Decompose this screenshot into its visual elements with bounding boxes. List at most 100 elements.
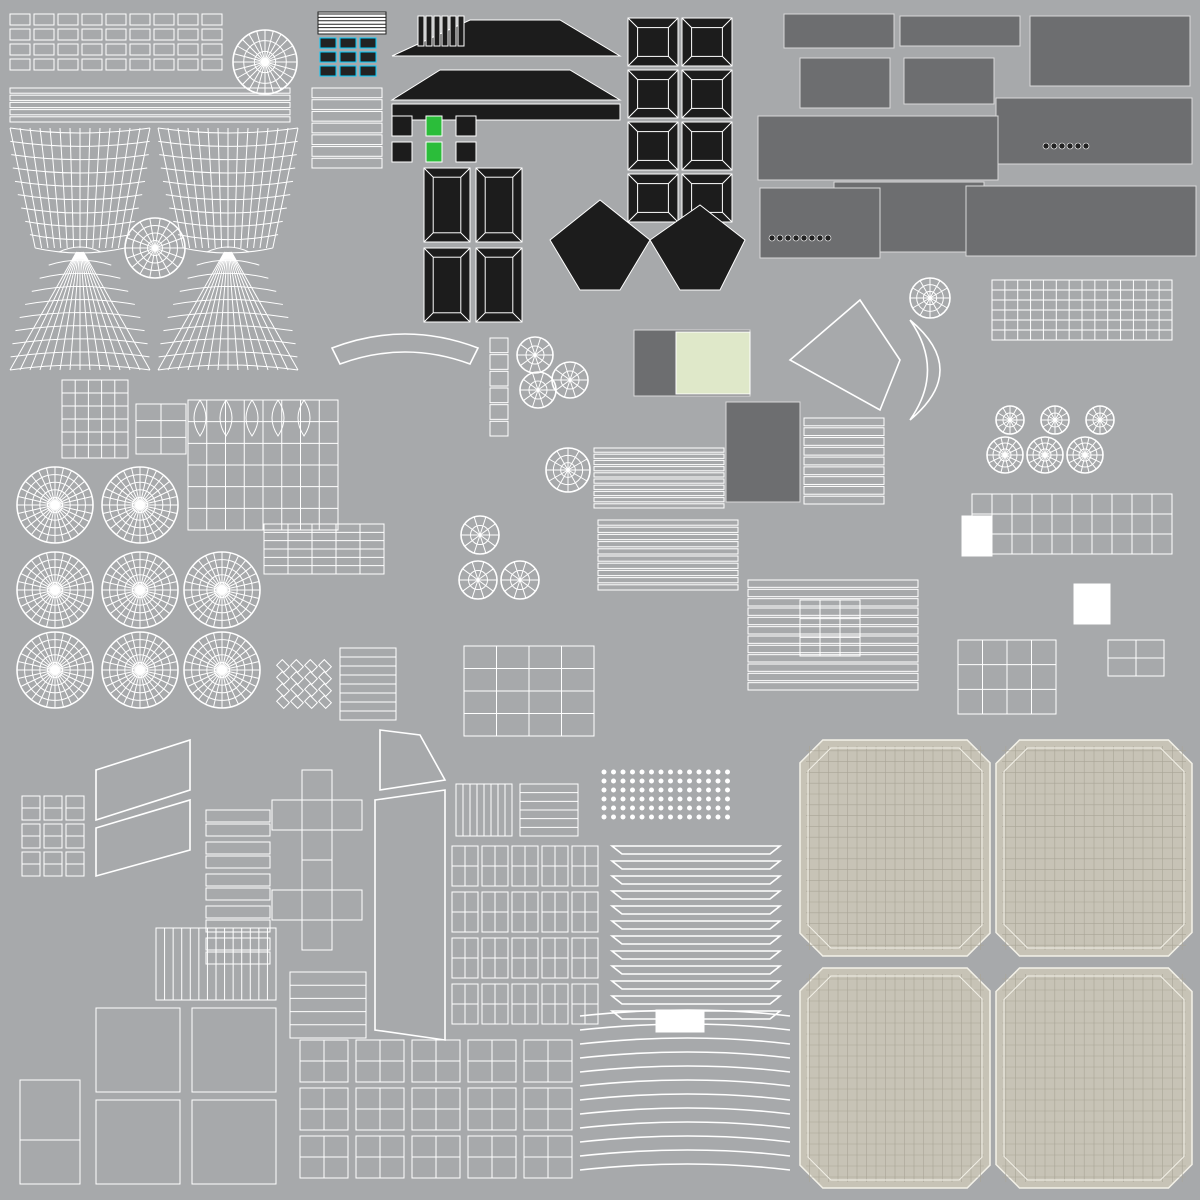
roof-plates-region [317, 11, 746, 323]
rivet-dot [725, 769, 730, 775]
disc-ring [1047, 412, 1063, 428]
disc-ring [198, 566, 246, 614]
plate-bevel [681, 173, 733, 223]
crate-grid-small [1107, 639, 1165, 677]
pillar-cell [299, 1087, 349, 1131]
roof-tile-plate [681, 17, 733, 67]
rivet-dot [677, 805, 683, 811]
uv-strip [597, 526, 739, 533]
uv-island-edges [452, 984, 478, 1024]
plank-strips-b [597, 519, 739, 591]
small-uv-patch [81, 28, 103, 41]
roof-tile-plate [627, 173, 679, 223]
trim-strip [609, 950, 783, 960]
rivet-dot [611, 778, 616, 784]
cabinet-cell [541, 937, 569, 979]
plate-bevel [627, 121, 679, 171]
rivet-dot [687, 778, 692, 784]
lattice-diamond [275, 694, 291, 710]
locker-grid [463, 645, 595, 737]
box-row [271, 889, 363, 921]
rivet-dot [601, 805, 607, 811]
uv-strip [803, 437, 885, 446]
uv-island-edges [356, 1040, 404, 1082]
cloth-fold [245, 399, 259, 437]
cabinet-cell [511, 937, 539, 979]
uv-island-edges [468, 1040, 516, 1082]
uv-island-edges [542, 984, 568, 1024]
disc-spokes [987, 437, 1023, 473]
bench-grid [263, 523, 385, 575]
uv-island-edges [542, 938, 568, 978]
box-unwraps-region [19, 729, 791, 1185]
pillar-cell [523, 1087, 573, 1131]
rivet-dot [725, 796, 730, 802]
rivet-dot [601, 778, 607, 784]
uv-strip [9, 101, 291, 109]
pillar-cell [355, 1087, 405, 1131]
rivet-dot [620, 814, 626, 820]
trim-strip [609, 845, 783, 855]
uv-strip [593, 497, 725, 503]
rivet-dot [706, 805, 711, 811]
rivet-dot [715, 787, 721, 793]
uv-strip [311, 146, 383, 157]
small-uv-patch [105, 58, 127, 71]
pillar-cell [523, 1039, 573, 1083]
rivet-dot [620, 769, 626, 775]
note-sheet [339, 647, 397, 721]
plate-bevel [423, 247, 471, 323]
disc-ring [198, 646, 246, 694]
pillar-cell [355, 1039, 405, 1083]
rivet-dot [696, 787, 702, 793]
plate-inner [484, 256, 514, 314]
small-uv-patch [153, 43, 175, 56]
rivet-dot [630, 769, 635, 775]
small-uv-patch [105, 13, 127, 26]
cube-face [95, 1099, 181, 1185]
uv-strip [489, 420, 509, 437]
small-gear-disc [909, 277, 951, 319]
vent-disc [1026, 436, 1064, 474]
uv-strip [489, 404, 509, 420]
rivet-dot [725, 805, 730, 811]
cabinet-cell [541, 983, 569, 1025]
disc-spokes [184, 632, 260, 708]
rivet-dot [630, 814, 635, 820]
plate-bevel [681, 121, 733, 171]
rivet-dot [649, 769, 654, 775]
white-tag-block [655, 1009, 705, 1033]
uv-island-edges [340, 656, 396, 712]
uv-strip [803, 466, 885, 476]
roof-eave [391, 103, 621, 121]
small-uv-patch [153, 28, 175, 41]
uv-island-edges [524, 1136, 572, 1178]
plate-bevel [627, 17, 679, 67]
lattice-diamond [303, 670, 319, 686]
uv-strip [747, 607, 919, 616]
disc-spokes [910, 278, 950, 318]
panel-knob-icon [824, 234, 832, 242]
rivet-dot [649, 805, 654, 811]
disc-spokes [17, 552, 93, 628]
rivet-dot [658, 769, 664, 775]
disc-ring [116, 646, 164, 694]
cabinet-cell [481, 937, 509, 979]
roof-slope-mid [390, 69, 622, 101]
box-column [301, 859, 333, 951]
small-uv-patch [129, 28, 151, 41]
disc-spokes [102, 467, 178, 543]
curved-trim-strip [579, 1107, 791, 1115]
dome-shell-lower-left [9, 127, 151, 254]
uv-strip [593, 472, 725, 478]
uv-island-edges [452, 892, 478, 932]
lattice-diamond [289, 658, 305, 674]
rivet-dot [649, 814, 654, 820]
plank-strips-d [803, 417, 885, 505]
uv-strip [311, 134, 383, 146]
uv-island-edges [464, 646, 594, 736]
plate-inner [691, 27, 723, 57]
small-uv-patch [129, 58, 151, 71]
indicator-swatch [339, 65, 357, 77]
disc-spokes [17, 467, 93, 543]
